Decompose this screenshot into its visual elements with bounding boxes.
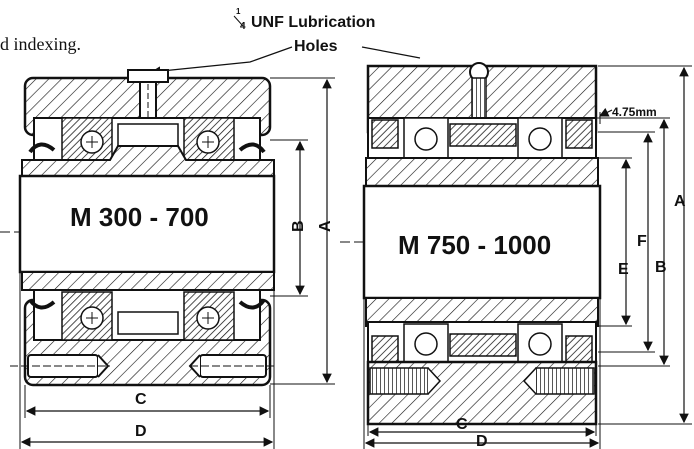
right-bearing-section: M 750 - 1000 — [340, 62, 602, 426]
right-dimensions: 4.75mm E F B A C D — [363, 65, 692, 449]
right-dim-f: F — [637, 233, 647, 250]
lubrication-line2: Holes — [294, 38, 338, 55]
left-dimensions: B A C D — [19, 77, 335, 449]
right-offset-label: 4.75mm — [612, 105, 657, 119]
right-dim-b: B — [655, 259, 667, 276]
right-dim-a: A — [674, 193, 686, 210]
left-dim-a: A — [317, 220, 334, 232]
caption-fragment: d indexing. — [0, 34, 81, 54]
right-model-label: M 750 - 1000 — [398, 230, 551, 260]
left-dim-c: C — [135, 391, 147, 408]
fraction-numerator: 1 — [236, 7, 241, 16]
right-dim-d: D — [476, 433, 488, 449]
lubrication-label: 1 4 UNF Lubrication Holes — [150, 7, 421, 76]
left-dim-b: B — [290, 220, 307, 232]
lubrication-line1: UNF Lubrication — [251, 14, 375, 31]
left-model-label: M 300 - 700 — [70, 202, 209, 232]
left-bearing-section: M 300 - 700 — [0, 69, 276, 387]
left-dim-d: D — [135, 423, 147, 440]
right-dim-e: E — [618, 261, 629, 278]
right-dim-c: C — [456, 416, 468, 433]
fraction-denominator: 4 — [240, 21, 246, 32]
